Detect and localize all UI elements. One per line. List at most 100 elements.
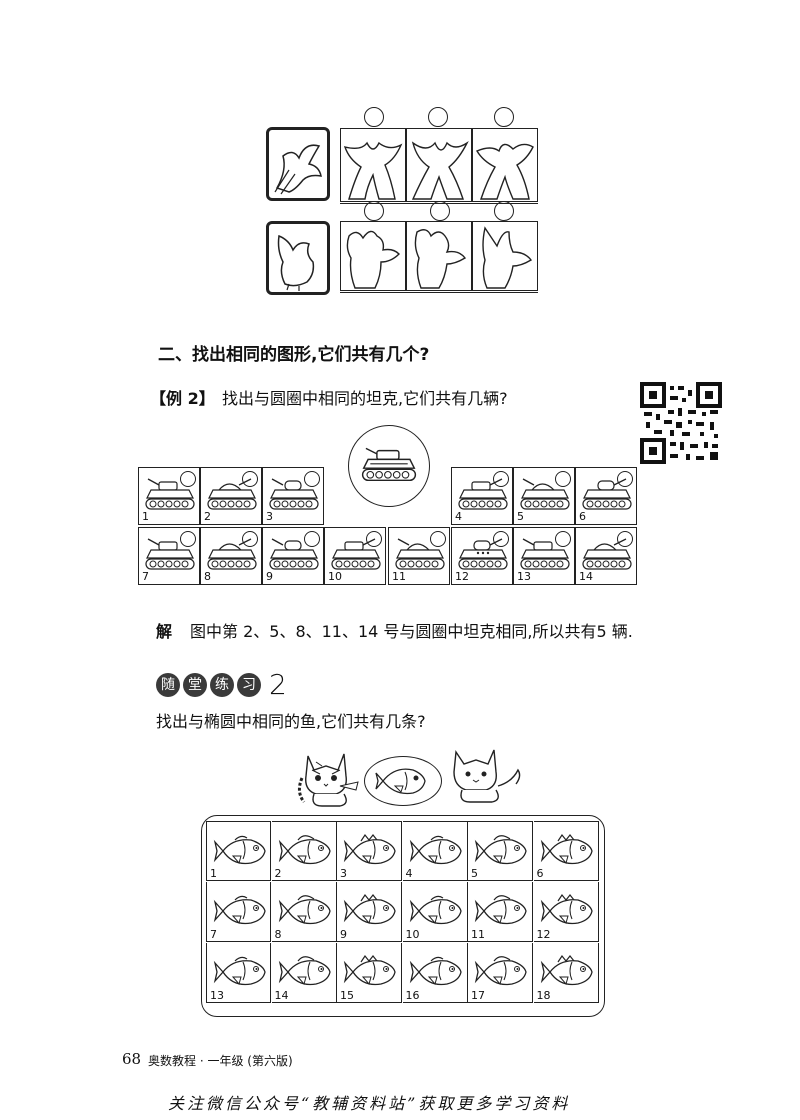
- fish-number: 9: [340, 928, 347, 941]
- cat-left-illustration: [296, 748, 366, 814]
- fish-number: 4: [405, 867, 413, 880]
- answer-line: [340, 292, 538, 293]
- fish-number: 2: [274, 867, 282, 880]
- tank-cell[interactable]: 12: [451, 527, 513, 585]
- shadow-option: [472, 128, 538, 202]
- answer-circle[interactable]: [364, 107, 384, 127]
- badge-char: 堂: [183, 673, 207, 697]
- tank-number: 8: [204, 570, 211, 583]
- answer-circle[interactable]: [493, 471, 509, 487]
- fish-cell[interactable]: 1: [206, 821, 271, 881]
- target-tank-circle: [348, 425, 430, 507]
- shadow-option: [340, 128, 406, 202]
- section-title: 二、找出相同的图形,它们共有几个?: [158, 345, 430, 365]
- tank-cell[interactable]: 14: [575, 527, 637, 585]
- fish-number: 15: [340, 989, 354, 1002]
- target-fish-ellipse: [364, 756, 442, 806]
- fish-cell[interactable]: 14: [271, 943, 337, 1003]
- fish-number: 3: [340, 867, 347, 880]
- tank-number: 1: [142, 510, 149, 523]
- fish-number: 17: [471, 989, 485, 1002]
- example-question: 找出与圆圈中相同的坦克,它们共有几辆?: [222, 389, 508, 408]
- tank-cell[interactable]: 10: [324, 527, 386, 585]
- fish-cell[interactable]: 15: [337, 943, 402, 1003]
- answer-circle[interactable]: [180, 471, 196, 487]
- answer-circle[interactable]: [493, 531, 509, 547]
- answer-circle[interactable]: [617, 471, 633, 487]
- qr-code: [640, 382, 722, 468]
- answer-circle[interactable]: [430, 201, 450, 221]
- fish-cell[interactable]: 8: [271, 882, 337, 942]
- answer-circle[interactable]: [617, 531, 633, 547]
- tank-number: 5: [517, 510, 524, 523]
- fish-cell[interactable]: 6: [533, 821, 599, 881]
- fish-number: 16: [405, 989, 420, 1002]
- tank-cell[interactable]: 6: [575, 467, 637, 525]
- tank-number: 10: [328, 570, 342, 583]
- cat-right-illustration: [446, 746, 526, 810]
- fish-cell[interactable]: 9: [337, 882, 402, 942]
- fish-number: 11: [471, 928, 485, 941]
- fish-number: 1: [210, 867, 217, 880]
- tank-cell[interactable]: 2: [200, 467, 262, 525]
- fish-cell[interactable]: 18: [533, 943, 599, 1003]
- fish-number: 6: [536, 867, 544, 880]
- answer-circle[interactable]: [366, 531, 382, 547]
- answer-circle[interactable]: [494, 107, 514, 127]
- answer-circle[interactable]: [304, 471, 320, 487]
- answer-circle[interactable]: [555, 531, 571, 547]
- badge-char: 习: [237, 673, 261, 697]
- fish-cell[interactable]: 4: [402, 821, 468, 881]
- answer-circle[interactable]: [242, 531, 258, 547]
- fish-cell[interactable]: 16: [402, 943, 468, 1003]
- fish-number: 8: [274, 928, 282, 941]
- tank-number: 13: [517, 570, 531, 583]
- fish-cell[interactable]: 17: [468, 943, 533, 1003]
- tank-number: 12: [455, 570, 469, 583]
- answer-circle[interactable]: [494, 201, 514, 221]
- fish-cell[interactable]: 13: [206, 943, 271, 1003]
- tank-number: 2: [204, 510, 211, 523]
- answer-circle[interactable]: [304, 531, 320, 547]
- tank-cell[interactable]: 7: [138, 527, 200, 585]
- fish-number: 18: [536, 989, 551, 1002]
- answer-circle[interactable]: [555, 471, 571, 487]
- fish-number: 14: [274, 989, 289, 1002]
- tank-number: 6: [579, 510, 586, 523]
- book-title: 奥数教程 · 一年级 (第六版): [148, 1054, 293, 1068]
- fish-number: 13: [210, 989, 224, 1002]
- tank-cell[interactable]: 3: [262, 467, 324, 525]
- tank-cell[interactable]: 4: [451, 467, 513, 525]
- badge-char: 练: [210, 673, 234, 697]
- fish-cell[interactable]: 3: [337, 821, 402, 881]
- tank-cell[interactable]: 11: [388, 527, 450, 585]
- fish-number: 5: [471, 867, 478, 880]
- fish-cell[interactable]: 7: [206, 882, 271, 942]
- fish-number: 12: [536, 928, 551, 941]
- solution-text: 图中第 2、5、8、11、14 号与圆圈中坦克相同,所以共有5 辆.: [190, 622, 633, 641]
- answer-circle[interactable]: [428, 107, 448, 127]
- badge-char: 随: [156, 673, 180, 697]
- tank-number: 14: [579, 570, 593, 583]
- tank-number: 3: [266, 510, 273, 523]
- answer-circle[interactable]: [364, 201, 384, 221]
- fish-cell[interactable]: 12: [533, 882, 599, 942]
- solution-label: 解: [156, 622, 173, 641]
- tank-cell[interactable]: 1: [138, 467, 200, 525]
- tank-cell[interactable]: 5: [513, 467, 575, 525]
- fish-number: 7: [210, 928, 217, 941]
- fish-cell[interactable]: 5: [468, 821, 533, 881]
- answer-circle[interactable]: [242, 471, 258, 487]
- shadow-option: [406, 128, 472, 202]
- answer-circle[interactable]: [430, 531, 446, 547]
- fish-cell[interactable]: 2: [271, 821, 337, 881]
- shadow-option: [340, 221, 406, 291]
- tank-cell[interactable]: 8: [200, 527, 262, 585]
- example-tag: 【例 2】: [150, 389, 215, 408]
- fish-number: 10: [405, 928, 420, 941]
- fish-cell[interactable]: 10: [402, 882, 468, 942]
- tank-cell[interactable]: 13: [513, 527, 575, 585]
- tank-cell[interactable]: 9: [262, 527, 324, 585]
- answer-circle[interactable]: [180, 531, 196, 547]
- fish-cell[interactable]: 11: [468, 882, 533, 942]
